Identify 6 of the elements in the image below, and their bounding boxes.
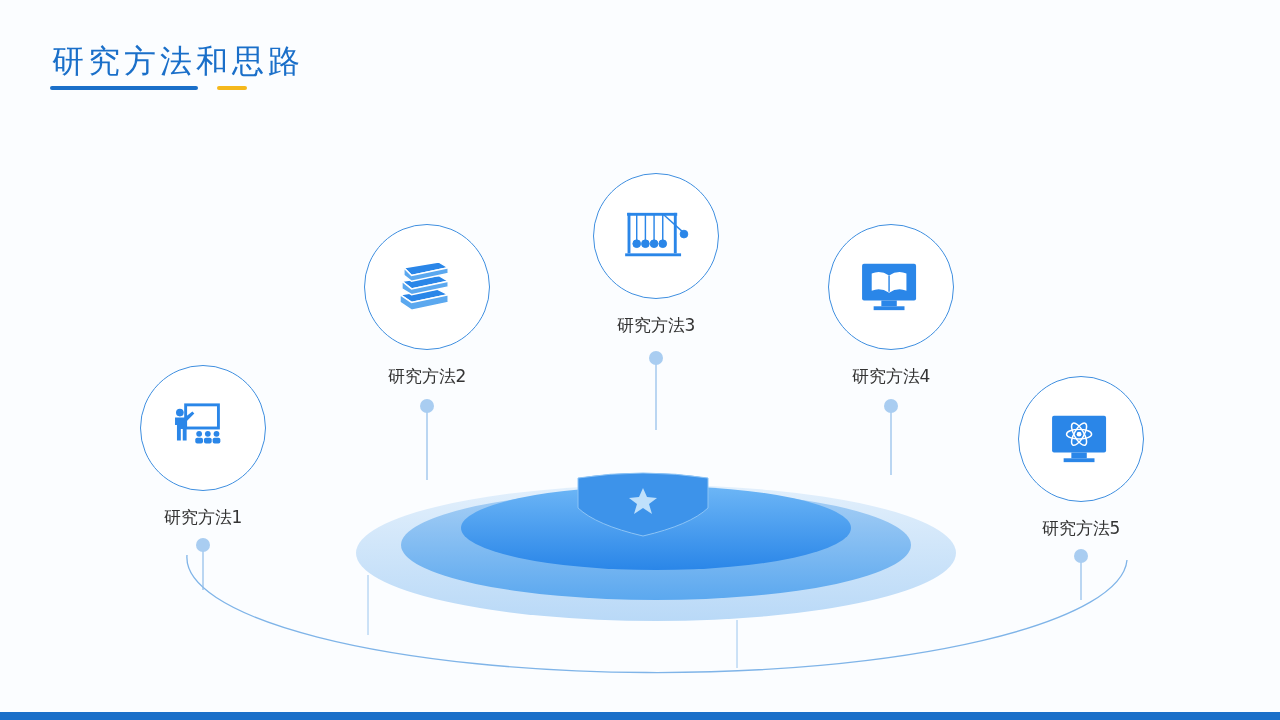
method-label: 研究方法1 — [163, 506, 243, 529]
method-label: 研究方法3 — [616, 314, 696, 337]
slide-title: 研究方法和思路 — [52, 41, 304, 82]
method-label: 研究方法5 — [1041, 517, 1121, 540]
method-label: 研究方法4 — [851, 365, 931, 388]
method-label: 研究方法2 — [387, 365, 467, 388]
